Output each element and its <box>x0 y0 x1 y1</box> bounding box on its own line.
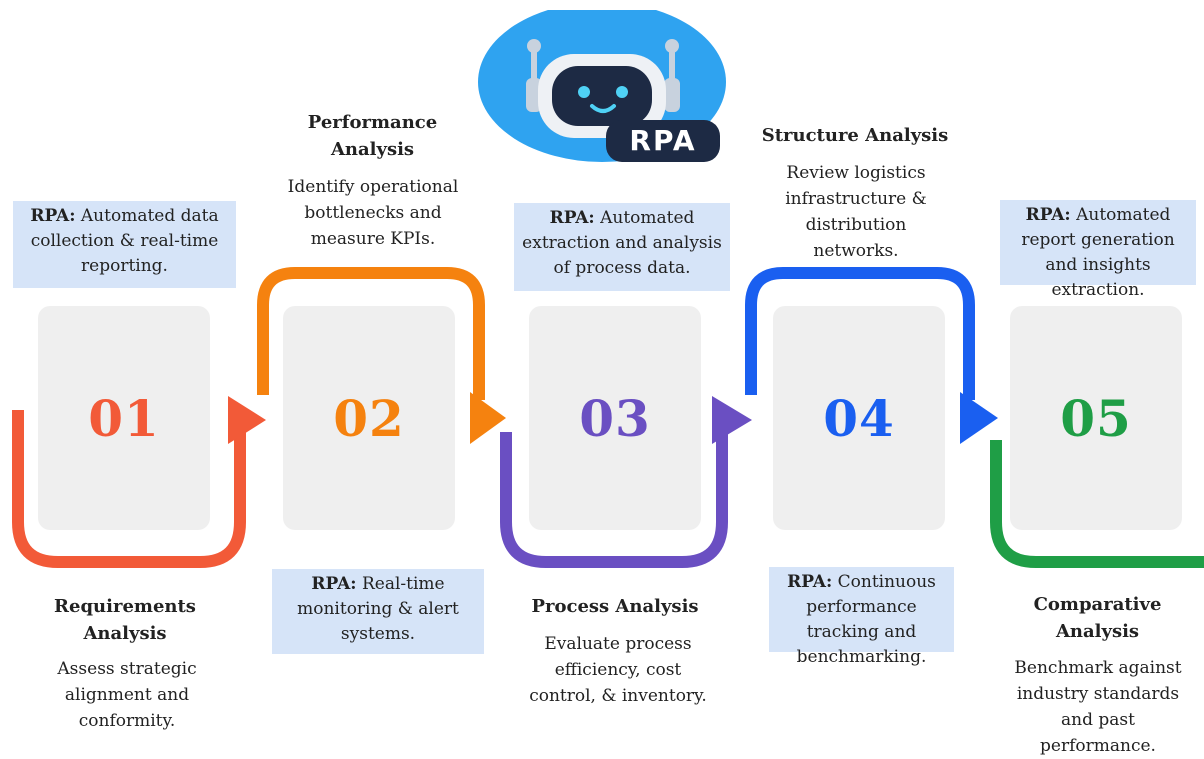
rpa-box-05: RPA: Automated report generation and ins… <box>1000 200 1196 300</box>
step-number-04: 04 <box>823 388 895 448</box>
rpa-label-03: RPA: <box>549 208 595 228</box>
connector-05 <box>990 440 1204 568</box>
step-number-02: 02 <box>333 388 405 448</box>
connector-02 <box>257 267 485 400</box>
rpa-text-02: Real-time monitoring & alert systems. <box>297 574 459 644</box>
rpa-box-03: RPA: Automated extraction and analysis o… <box>514 203 730 291</box>
step-number-01: 01 <box>88 388 160 448</box>
rpa-text-01: Automated data collection & real-time re… <box>30 206 219 276</box>
rpa-label-01: RPA: <box>30 206 76 226</box>
step-number-05: 05 <box>1060 388 1132 448</box>
rpa-box-01: RPA: Automated data collection & real-ti… <box>13 201 236 288</box>
step-title-05: Comparative Analysis <box>1033 594 1162 642</box>
step-number-03: 03 <box>579 388 651 448</box>
step-card-05: 05 <box>1010 306 1182 530</box>
rpa-box-02: RPA: Real-time monitoring & alert system… <box>272 569 484 654</box>
step-card-01: 01 <box>38 306 210 530</box>
process-flow-connectors <box>12 267 1204 568</box>
step-title-04: Structure Analysis <box>761 125 949 146</box>
rpa-label-04: RPA: <box>787 572 833 592</box>
step-title-02: Performance Analysis <box>307 112 438 160</box>
rpa-logo-text: RPA <box>629 124 697 157</box>
rpa-robot-logo: RPA <box>476 2 728 165</box>
rpa-text-05: Automated report generation and insights… <box>1021 205 1175 300</box>
step-description-05: Benchmark against industry standards and… <box>1014 658 1182 756</box>
arrow-01 <box>228 396 266 444</box>
rpa-text-04: Continuous performance tracking and benc… <box>796 572 936 667</box>
step-description-01: Assess strategic alignment and conformit… <box>57 659 197 731</box>
rpa-text-03: Automated extraction and analysis of pro… <box>522 208 722 278</box>
connector-03 <box>500 420 728 568</box>
rpa-box-04: RPA: Continuous performance tracking and… <box>769 567 954 667</box>
step-card-02: 02 <box>283 306 455 530</box>
rpa-label-05: RPA: <box>1025 205 1071 225</box>
step-description-02: Identify operational bottlenecks and mea… <box>287 177 459 249</box>
arrow-02 <box>470 392 506 444</box>
arrow-04 <box>960 392 998 444</box>
step-title-03: Process Analysis <box>531 596 699 617</box>
step-card-04: 04 <box>773 306 945 530</box>
step-description-04: Review logistics infrastructure & distri… <box>785 163 927 261</box>
arrow-03 <box>712 396 752 444</box>
step-title-01: Requirements Analysis <box>54 596 196 644</box>
step-description-03: Evaluate process efficiency, cost contro… <box>529 634 707 706</box>
rpa-label-02: RPA: <box>311 574 357 594</box>
connector-01 <box>12 410 246 568</box>
step-card-03: 03 <box>529 306 701 530</box>
connector-04 <box>745 267 975 400</box>
